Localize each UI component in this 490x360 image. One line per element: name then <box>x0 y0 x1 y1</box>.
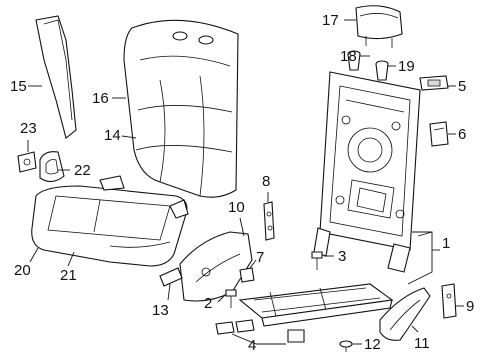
callout-23: 23 <box>20 120 37 137</box>
part-headrest-guide-right <box>375 60 389 81</box>
part-small-cover <box>159 267 183 287</box>
callout-20: 20 <box>14 262 31 279</box>
part-latch-bezel <box>429 121 449 147</box>
callout-18: 18 <box>340 48 357 65</box>
part-bolt-3 <box>311 251 323 270</box>
part-headrest <box>355 5 403 48</box>
part-bracket <box>263 201 275 241</box>
callout-2: 2 <box>204 295 213 312</box>
part-trim-cover <box>379 287 431 341</box>
callout-7: 7 <box>256 249 265 266</box>
part-seat-base-frame <box>238 283 394 327</box>
part-handle-cover <box>39 151 65 183</box>
callout-9: 9 <box>466 298 475 315</box>
callout-14: 14 <box>104 127 121 144</box>
callout-13: 13 <box>152 302 169 319</box>
part-fastener-12 <box>339 340 353 352</box>
part-seat-cushion <box>31 175 189 267</box>
callout-15: 15 <box>10 78 27 95</box>
callout-4: 4 <box>248 337 257 354</box>
callout-19: 19 <box>398 58 415 75</box>
callout-16: 16 <box>92 90 109 107</box>
part-seat-back-frame <box>313 71 421 273</box>
callout-8: 8 <box>262 173 271 190</box>
callout-12: 12 <box>364 336 381 353</box>
part-headrest-guide-left <box>347 50 361 71</box>
part-latch-cover <box>419 75 449 91</box>
callout-6: 6 <box>458 126 467 143</box>
part-side-shield <box>179 231 253 302</box>
callout-17: 17 <box>322 12 339 29</box>
part-foot-pads <box>215 319 305 343</box>
part-side-trim-panel <box>35 15 77 139</box>
callout-5: 5 <box>458 78 467 95</box>
callout-3: 3 <box>338 248 347 265</box>
part-clip <box>239 267 255 283</box>
part-small-bracket <box>441 283 457 319</box>
callout-1: 1 <box>442 235 451 252</box>
leader-lines <box>27 19 464 345</box>
part-bolt-2 <box>225 289 237 308</box>
part-small-bezel <box>17 151 37 173</box>
part-seat-back-cushion <box>123 19 239 198</box>
callout-21: 21 <box>60 267 77 284</box>
callout-10: 10 <box>228 199 245 216</box>
callout-22: 22 <box>74 162 91 179</box>
callout-11: 11 <box>414 335 430 352</box>
